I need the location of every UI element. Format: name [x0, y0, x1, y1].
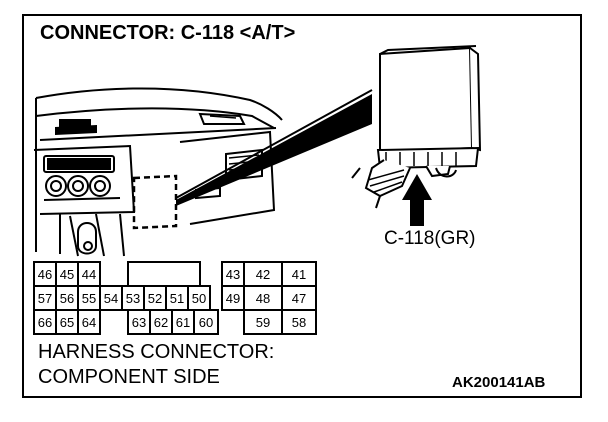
up-arrow-icon	[402, 174, 432, 226]
pin-cell	[281, 309, 317, 335]
pin-label: 56	[60, 291, 74, 306]
pin-label: 41	[292, 267, 306, 282]
pin-label: 42	[256, 267, 270, 282]
pin-label: 49	[226, 291, 240, 306]
connector-cavity	[127, 261, 201, 287]
pin-label: 60	[199, 315, 213, 330]
pointer-beam	[176, 94, 372, 206]
connector-pin-grid: 46 45 44 43 42 41 57 56 55 54 53 52 51 50 49 48 47 66 65 64…	[33, 261, 317, 335]
caption-component-side: COMPONENT SIDE	[38, 366, 220, 388]
pin-label: 59	[256, 315, 270, 330]
pin-label: 53	[126, 291, 140, 306]
ecu-module-illustration	[351, 45, 482, 209]
pin-label: 63	[132, 315, 146, 330]
pin-label: 65	[60, 315, 74, 330]
diagram-title: CONNECTOR: C-118 <A/T>	[40, 22, 296, 44]
pin-label: 45	[60, 267, 74, 282]
pin-label: 54	[104, 291, 118, 306]
pin-cell	[193, 309, 219, 335]
pin-label: 57	[38, 291, 52, 306]
pin-label: 46	[38, 267, 52, 282]
pin-label: 50	[192, 291, 206, 306]
pin-label: 64	[82, 315, 96, 330]
pin-cell	[77, 309, 101, 335]
pin-label: 66	[38, 315, 52, 330]
pin-label: 48	[256, 291, 270, 306]
pin-label: 52	[148, 291, 162, 306]
pin-label: 44	[82, 267, 96, 282]
pin-label: 51	[170, 291, 184, 306]
pin-label: 61	[176, 315, 190, 330]
connector-part-label: C-118(GR)	[384, 228, 476, 249]
pin-label: 55	[82, 291, 96, 306]
pin-label: 62	[154, 315, 168, 330]
pin-label: 43	[226, 267, 240, 282]
pin-label: 47	[292, 291, 306, 306]
pin-label: 58	[292, 315, 306, 330]
caption-harness-connector: HARNESS CONNECTOR:	[38, 341, 275, 363]
dashboard-illustration	[33, 87, 283, 257]
figure-code: AK200141AB	[452, 374, 546, 391]
